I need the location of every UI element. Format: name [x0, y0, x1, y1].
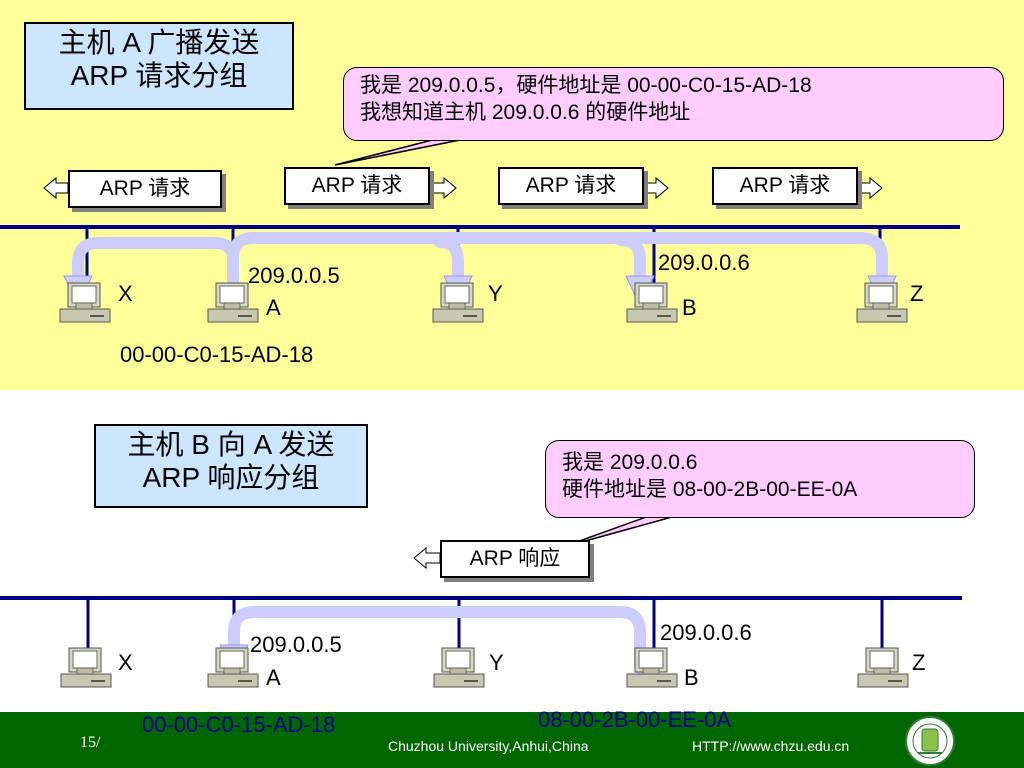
footer-university: Chuzhou University,Anhui,China: [388, 738, 589, 754]
bottom-host-a-mac: 00-00-C0-15-AD-18: [142, 712, 336, 737]
top-host-z-label: Z: [910, 281, 924, 306]
bottom-host-b-mac: 08-00-2B-00-EE-0A: [538, 707, 732, 732]
bottom-host-z-label: Z: [912, 650, 926, 675]
bottom-packet-left-arrow-icon: [413, 546, 441, 570]
top-packet-1: ARP 请求: [68, 170, 222, 208]
top-host-b-computer-icon: [626, 282, 678, 323]
slide-number: 15/: [80, 734, 101, 751]
top-host-y-computer-icon: [432, 282, 484, 323]
top-callout: 我是 209.0.0.5，硬件地址是 00-00-C0-15-AD-18 我想知…: [343, 67, 1004, 141]
footer-url[interactable]: HTTP://www.chzu.edu.cn: [692, 738, 850, 754]
bottom-host-a-ip: 209.0.0.5: [250, 632, 342, 657]
top-host-b-ip: 209.0.0.6: [658, 250, 750, 275]
bottom-host-x-computer-icon: [60, 647, 112, 688]
top-callout-line2: 我想知道主机 209.0.0.6 的硬件地址: [360, 101, 691, 124]
top-packet4-right-arrow-icon: [857, 176, 883, 200]
bottom-title: 主机 B 向 A 发送 ARP 响应分组: [94, 424, 368, 508]
bottom-host-b-ip: 209.0.0.6: [660, 620, 752, 645]
top-host-x-label: X: [118, 281, 133, 306]
bottom-unicast-arrow: [228, 606, 646, 674]
top-title: 主机 A 广播发送 ARP 请求分组: [24, 22, 294, 110]
top-packet-4: ARP 请求: [712, 167, 858, 205]
bottom-host-a-label: A: [266, 665, 281, 690]
top-packet-2: ARP 请求: [284, 167, 430, 205]
top-packet2-right-arrow-icon: [431, 176, 457, 200]
top-host-y-label: Y: [488, 281, 503, 306]
bottom-callout-line2: 硬件地址是 08-00-2B-00-EE-0A: [562, 478, 858, 501]
bottom-callout-line1: 我是 209.0.0.6: [562, 451, 698, 474]
top-host-a-computer-icon: [207, 282, 259, 323]
top-host-x-computer-icon: [59, 282, 111, 323]
footer-bar: [0, 712, 1024, 768]
bottom-host-y-label: Y: [489, 650, 504, 675]
bottom-callout: 我是 209.0.0.6 硬件地址是 08-00-2B-00-EE-0A: [545, 440, 975, 518]
top-packet1-left-arrow-icon: [43, 176, 69, 200]
top-packet3-right-arrow-icon: [643, 176, 669, 200]
bottom-host-x-label: X: [118, 650, 133, 675]
bottom-host-z-computer-icon: [857, 647, 909, 688]
bottom-host-b-computer-icon: [626, 647, 678, 688]
top-callout-line1: 我是 209.0.0.5，硬件地址是 00-00-C0-15-AD-18: [360, 74, 812, 97]
top-broadcast-arrows: [72, 232, 888, 304]
university-logo-icon: [905, 716, 955, 766]
bottom-packet: ARP 响应: [440, 540, 590, 578]
top-host-z-computer-icon: [856, 282, 908, 323]
top-host-a-label: A: [266, 295, 281, 320]
top-host-a-ip: 209.0.0.5: [248, 263, 340, 288]
bottom-host-b-label: B: [684, 665, 699, 690]
top-callout-pointer: [334, 137, 471, 166]
bottom-host-y-computer-icon: [433, 647, 485, 688]
top-host-b-label: B: [682, 295, 697, 320]
top-packet-3: ARP 请求: [498, 167, 644, 205]
top-host-a-mac: 00-00-C0-15-AD-18: [120, 342, 314, 367]
